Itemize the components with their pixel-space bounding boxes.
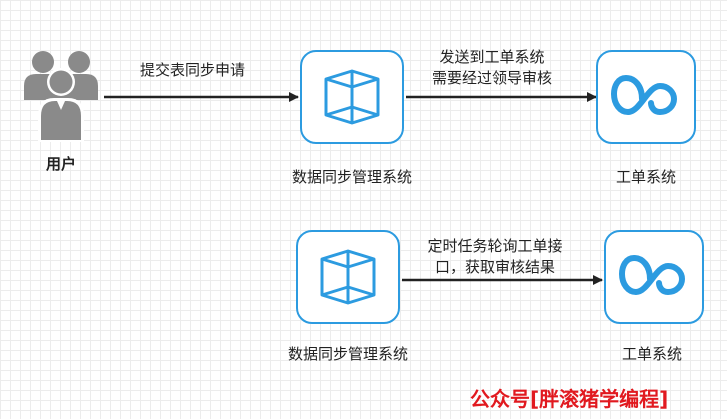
infinity-loop-icon <box>618 254 686 296</box>
cube-icon <box>320 249 376 305</box>
edge-label-submit: 提交表同步申请 <box>140 61 246 79</box>
ticket-system-label: 工单系统 <box>615 168 676 186</box>
users-group-icon <box>24 51 98 142</box>
ticket-system-node <box>596 50 696 144</box>
user-label: 用户 <box>45 155 76 173</box>
sync-system-label-bottom: 数据同步管理系统 <box>287 345 408 363</box>
sync-system-node <box>300 50 404 144</box>
edge-label-poll-line1: 定时任务轮询工单接 <box>427 237 563 255</box>
infinity-loop-icon <box>610 74 678 116</box>
user-node <box>14 46 106 146</box>
watermark-text: 公众号[胖滚猪学编程] <box>470 387 669 411</box>
edge-label-poll-line2: 口，获取审核结果 <box>434 258 555 276</box>
sync-system-label: 数据同步管理系统 <box>291 168 412 186</box>
sync-system-node-bottom <box>296 230 400 324</box>
edge-label-send-line1: 发送到工单系统 <box>439 48 545 66</box>
edge-label-send-line2: 需要经过领导审核 <box>431 69 552 87</box>
cube-icon <box>324 69 380 125</box>
ticket-system-label-bottom: 工单系统 <box>621 345 682 363</box>
ticket-system-node-bottom <box>604 230 704 324</box>
